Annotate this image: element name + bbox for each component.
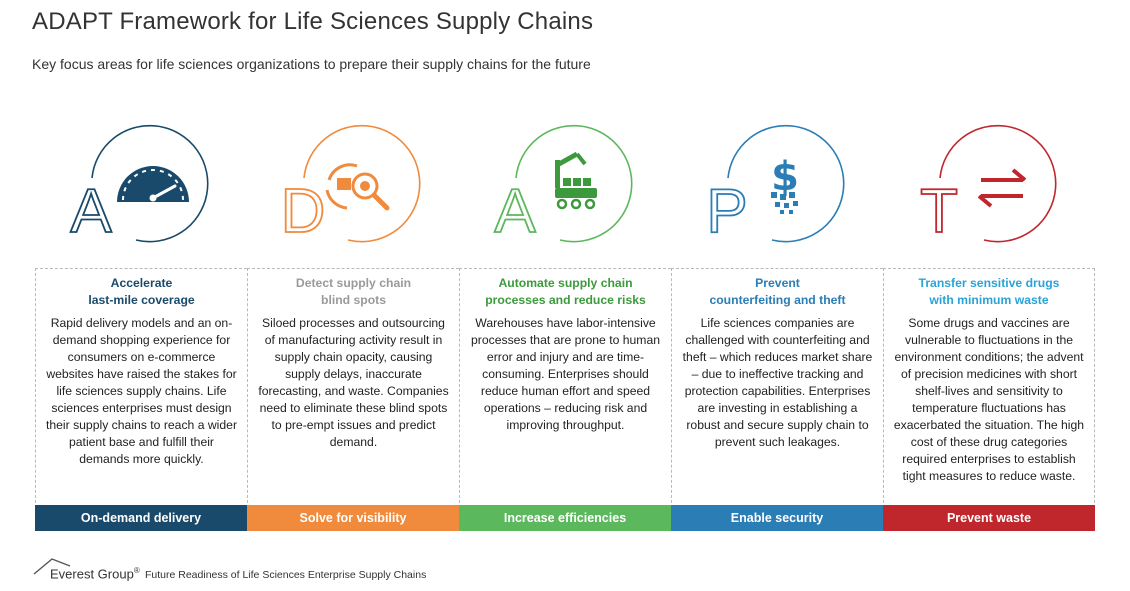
pillar-band: Prevent waste bbox=[883, 505, 1095, 531]
pillar-card-title: Accelerate last-mile coverage bbox=[36, 275, 247, 309]
pillar-2-letter: D bbox=[281, 177, 326, 246]
pillar-title-line1: Automate supply chain bbox=[498, 276, 633, 290]
pillar-title-line2: with minimum waste bbox=[929, 293, 1049, 307]
pillar-card-body: Warehouses have labor-intensive processe… bbox=[470, 316, 661, 432]
pillar-card: Prevent counterfeiting and theft Life sc… bbox=[671, 268, 883, 503]
pillar-title-line2: last-mile coverage bbox=[88, 293, 195, 307]
pillar-3-letter: A bbox=[494, 177, 536, 246]
brand-name: Everest Group® bbox=[50, 566, 140, 582]
pillar-band: Increase efficiencies bbox=[459, 505, 671, 531]
pillar-title-line1: Transfer sensitive drugs bbox=[918, 276, 1060, 290]
pillar-card-title: Prevent counterfeiting and theft bbox=[672, 275, 883, 309]
pillar-card-body: Siloed processes and outsourcing of manu… bbox=[258, 316, 449, 449]
pillar-4-graphic: P $ bbox=[671, 120, 883, 265]
pillar-1-graphic: A bbox=[35, 120, 247, 265]
pillar-card-title: Transfer sensitive drugs with minimum wa… bbox=[884, 275, 1094, 309]
pillar-card: Automate supply chain processes and redu… bbox=[459, 268, 671, 503]
pillar-band: Solve for visibility bbox=[247, 505, 459, 531]
page-subtitle: Key focus areas for life sciences organi… bbox=[32, 56, 591, 72]
everest-logo-icon bbox=[33, 558, 71, 575]
pillar-card-body: Life sciences companies are challenged w… bbox=[682, 316, 873, 449]
pillar-card: Detect supply chain blind spots Siloed p… bbox=[247, 268, 459, 503]
pillar-card-body: Rapid delivery models and an on-demand s… bbox=[45, 316, 238, 466]
pillar-5-graphic: T bbox=[883, 120, 1095, 265]
pillar-1-letter: A bbox=[70, 177, 112, 246]
magnifier-cycle-icon bbox=[325, 163, 390, 211]
pillar-5-letter: T bbox=[920, 177, 958, 246]
pillar-2-graphic: D bbox=[247, 120, 459, 265]
pillar-cards: Accelerate last-mile coverage Rapid deli… bbox=[35, 268, 1095, 531]
pillar-title-line1: Detect supply chain bbox=[295, 276, 412, 290]
pillar-band: On-demand delivery bbox=[35, 505, 247, 531]
pillar-card: Transfer sensitive drugs with minimum wa… bbox=[883, 268, 1095, 503]
pillar-card: Accelerate last-mile coverage Rapid deli… bbox=[35, 268, 247, 503]
pillar-title-line1: Prevent bbox=[755, 276, 800, 290]
pillar-title-line2: blind spots bbox=[321, 293, 386, 307]
footer-caption: Future Readiness of Life Sciences Enterp… bbox=[145, 569, 427, 581]
pillar-title-line1: Accelerate bbox=[110, 276, 173, 290]
pillar-card-title: Automate supply chain processes and redu… bbox=[460, 275, 671, 309]
transfer-arrows-icon bbox=[977, 168, 1027, 208]
pillar-band: Enable security bbox=[671, 505, 883, 531]
robot-conveyor-icon bbox=[555, 151, 597, 210]
speedometer-icon bbox=[117, 166, 189, 202]
pillar-title-line2: counterfeiting and theft bbox=[709, 293, 846, 307]
dollar-shatter-icon: $ bbox=[771, 154, 799, 214]
pillar-icons: A D A bbox=[35, 120, 1095, 265]
pillar-title-line2: processes and reduce risks bbox=[485, 293, 646, 307]
pillar-3-graphic: A bbox=[459, 120, 671, 265]
pillar-card-body: Some drugs and vaccines are vulnerable t… bbox=[893, 316, 1085, 483]
pillar-card-title: Detect supply chain blind spots bbox=[248, 275, 459, 309]
page-title: ADAPT Framework for Life Sciences Supply… bbox=[32, 8, 594, 35]
pillar-4-letter: P bbox=[706, 177, 747, 246]
